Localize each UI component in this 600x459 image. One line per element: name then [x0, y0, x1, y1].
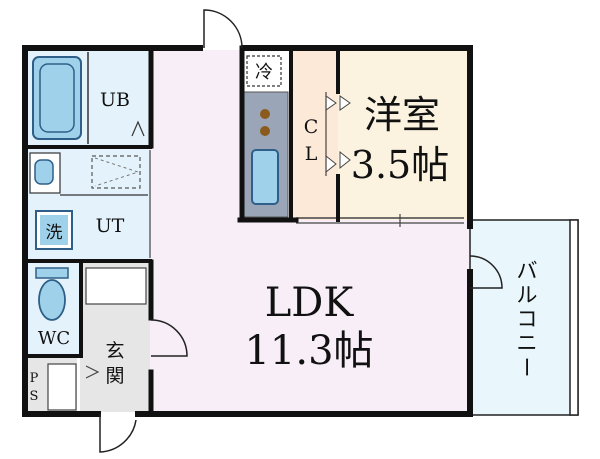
entrance-label-line1: 玄 — [105, 340, 124, 362]
fridge-space — [246, 55, 282, 87]
balcony-char-4: ニ — [517, 331, 538, 355]
burner-icon — [260, 126, 270, 136]
counter-dashed — [91, 155, 141, 189]
closet-floor — [290, 50, 338, 220]
closet-label-l: L — [305, 143, 318, 165]
balcony-char-2: ル — [517, 283, 538, 307]
ub-label: UB — [100, 89, 130, 111]
utility-room: 洗 UT — [29, 150, 151, 258]
ut-label: UT — [96, 215, 125, 237]
balcony-char-1: バ — [517, 259, 538, 283]
walls — [22, 45, 473, 417]
ps-label-bottom: S — [30, 389, 39, 404]
fridge-label: 冷 — [255, 62, 273, 83]
pipe-space: P S — [30, 363, 77, 411]
western-room-name: 洋室 — [364, 93, 440, 137]
top-door-swing — [203, 9, 243, 49]
ldk-size: 11.3帖 — [244, 328, 373, 374]
ps-label-top: P — [30, 371, 39, 386]
balcony-floor — [470, 220, 578, 415]
bathtub-icon — [32, 56, 82, 140]
ldk-name: LDK — [265, 280, 355, 326]
front-door-swing — [99, 414, 137, 453]
balcony: バ ル コ ニ ー — [469, 219, 579, 416]
washing-machine-label: 洗 — [46, 223, 63, 243]
outer-wall — [135, 269, 473, 417]
shoe-cabinet — [47, 363, 77, 411]
entrance-door-arrow — [85, 365, 100, 379]
ldk-entry-door-swing — [150, 319, 188, 357]
wc: WC — [35, 267, 83, 350]
closet: C L — [304, 92, 337, 176]
balcony-char-5: ー — [514, 357, 538, 378]
western-room-floor — [338, 50, 468, 220]
outer-wall — [241, 45, 473, 229]
western-room: 洋室 3.5帖 — [296, 93, 464, 227]
bathtub-inner — [39, 63, 75, 133]
balcony-rail — [569, 219, 579, 416]
bathroom: UB — [32, 52, 145, 144]
washbasin-bowl — [34, 159, 54, 185]
toilet-tank-icon — [35, 267, 69, 279]
kitchen: 冷 — [241, 55, 289, 218]
balcony-door-swing — [469, 255, 503, 289]
outer-wall — [22, 45, 203, 417]
entrance-step — [85, 267, 147, 305]
entrance-label-line2: 関 — [105, 365, 124, 387]
western-room-door-icon — [339, 95, 351, 170]
kitchen-sink-icon — [251, 149, 279, 205]
burner-icon — [260, 109, 270, 119]
wc-label: WC — [38, 328, 70, 349]
ldk: LDK 11.3帖 — [244, 280, 373, 374]
closet-label-c: C — [304, 116, 319, 138]
balcony-char-3: コ — [517, 307, 538, 331]
bath-door-icon — [131, 120, 145, 137]
entrance: 玄 関 — [85, 267, 147, 387]
doors — [99, 9, 503, 453]
western-room-size: 3.5帖 — [351, 143, 449, 187]
washing-machine-inner — [40, 215, 68, 245]
toilet-bowl-icon — [38, 279, 66, 321]
